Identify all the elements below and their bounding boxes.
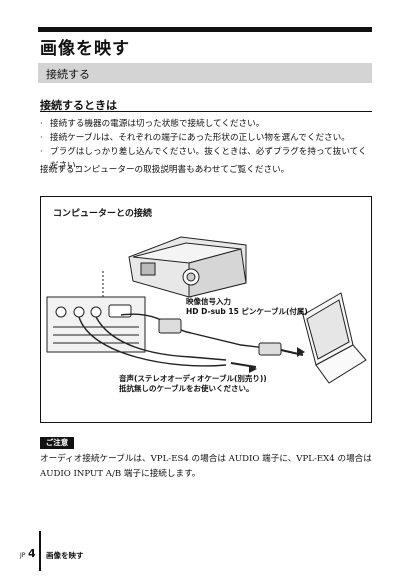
caution-text: オーディオ接続ケーブルは、VPL-ES4 の場合は AUDIO 端子に、VPL-… xyxy=(40,454,372,479)
subheading-rule xyxy=(40,111,372,112)
footer-language-tag: JP xyxy=(20,552,26,559)
connector-panel-illustration xyxy=(46,271,146,353)
audio-label-line-2: 抵抗無しのケーブルをお使いください。 xyxy=(119,384,254,393)
projector-illustration xyxy=(128,236,247,298)
section-header-bar: 接続する xyxy=(38,63,372,83)
section-header-label: 接続する xyxy=(46,68,90,81)
bullet-text: プラグはしっかり差し込んでください。抜くときは、必ずプラグを持って抜いてください… xyxy=(50,147,367,171)
connection-diagram-frame xyxy=(40,196,372,423)
list-item: ·接続する機器の電源は切った状態で接続してください。 xyxy=(40,119,265,129)
audio-label-line-1: 音声(ステレオオーディオケーブル(別売り)) xyxy=(119,374,267,383)
vga-plug-illustration xyxy=(158,318,282,356)
audio-label: 音声(ステレオオーディオケーブル(別売り)) 抵抗無しのケーブルをお使いください… xyxy=(119,374,267,394)
subheading: 接続するときは xyxy=(40,99,117,112)
arrow-icon xyxy=(249,347,305,373)
list-item: ·接続ケーブルは、それぞれの端子にあった形状の正しい物を選んでください。 xyxy=(40,133,350,143)
footer-section-name: 画像を映す xyxy=(46,551,84,560)
bullet-text: 接続ケーブルは、それぞれの端子にあった形状の正しい物を選んでください。 xyxy=(50,133,350,143)
connection-illustration xyxy=(46,236,367,384)
bullet-list: ·接続する機器の電源は切った状態で接続してください。 ·接続ケーブルは、それぞれ… xyxy=(40,117,372,173)
list-item: ·プラグはしっかり差し込んでください。抜くときは、必ずプラグを持って抜いてくださ… xyxy=(40,147,367,171)
top-rule xyxy=(38,27,372,32)
page-number: 4 xyxy=(28,547,36,560)
video-label-line-1: 映像信号入力 xyxy=(186,297,231,306)
footer-rule xyxy=(39,531,41,571)
diagram-title: コンピューターとの接続 xyxy=(53,209,152,219)
video-input-label: 映像信号入力 HD D-sub 15 ピンケーブル(付属) xyxy=(186,297,308,317)
video-label-line-2: HD D-sub 15 ピンケーブル(付属) xyxy=(186,307,308,316)
laptop-illustration xyxy=(302,292,367,384)
page-title: 画像を映す xyxy=(40,39,130,59)
caution-badge: ご注意 xyxy=(40,437,74,449)
reference-note: 接続するコンピューターの取扱説明書もあわせてご覧ください。 xyxy=(40,165,290,175)
bullet-text: 接続する機器の電源は切った状態で接続してください。 xyxy=(50,119,265,129)
